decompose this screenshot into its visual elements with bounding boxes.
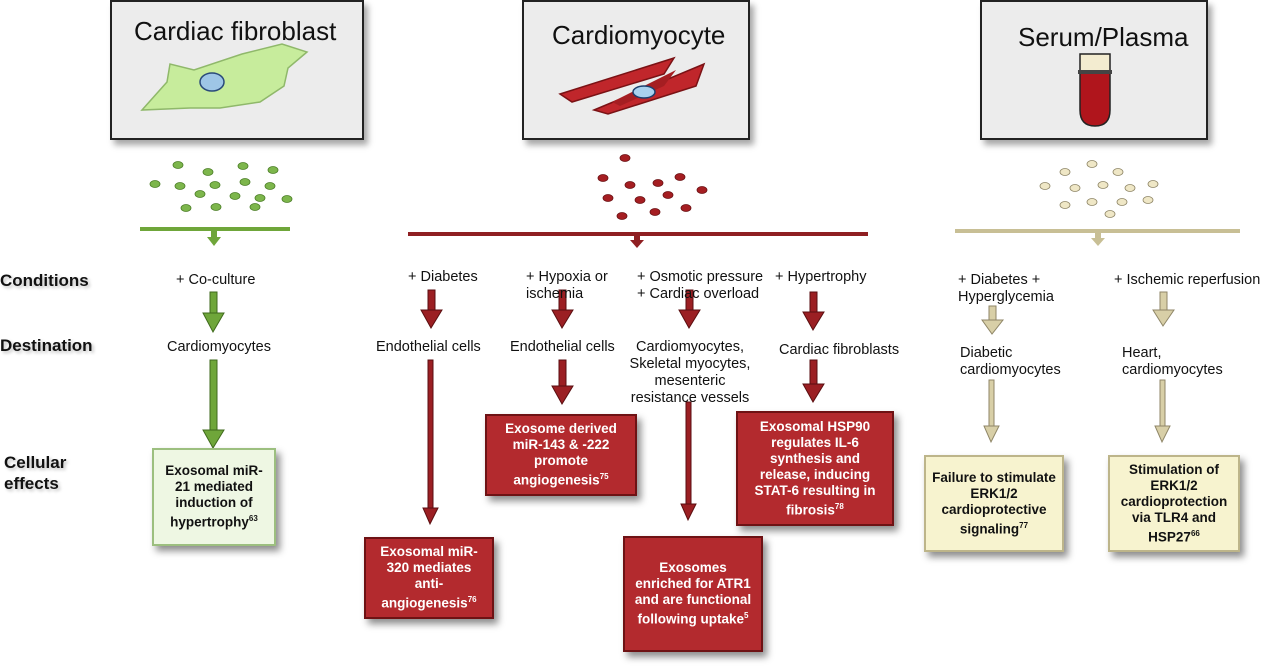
header-cardiomyocyte: Cardiomyocyte xyxy=(522,0,750,140)
condition-co-culture: + Co-culture xyxy=(176,272,256,288)
serum-arrows xyxy=(981,291,1175,444)
row-label-cellular-effects: Cellular effects xyxy=(4,453,67,493)
destination-diabetic-cardiomyocytes: Diabetic cardiomyocytes xyxy=(960,345,1061,378)
destination-endothelial-2: Endothelial cells xyxy=(510,339,615,355)
effect-box-mir320: Exosomal miR-320 mediates anti-angiogene… xyxy=(364,537,494,619)
serum-bar xyxy=(955,229,1240,233)
effect-text: Exosomal miR-21 mediated induction of hy… xyxy=(165,463,263,530)
row-label-destination: Destination xyxy=(0,336,93,355)
header-fibroblast: Cardiac fibroblast xyxy=(110,0,364,140)
destination-cardiac-fibroblasts: Cardiac fibroblasts xyxy=(779,342,900,358)
condition-hypoxia: + Hypoxia or ischemia xyxy=(526,269,608,302)
destination-endothelial-1: Endothelial cells xyxy=(376,339,481,355)
condition-ischemic-reperfusion: + Ischemic reperfusion xyxy=(1114,272,1261,288)
effect-box-hsp90: Exosomal HSP90 regulates IL-6 synthesis … xyxy=(736,411,894,526)
effect-text: Exosomal miR-320 mediates anti-angiogene… xyxy=(380,544,478,611)
header-cardiomyocyte-title: Cardiomyocyte xyxy=(552,20,726,50)
effect-ref: 63 xyxy=(248,514,258,524)
blood-tube-icon xyxy=(1078,53,1112,127)
fibroblast-arrows xyxy=(202,291,225,449)
effect-text: Stimulation of ERK1/2 cardioprotection v… xyxy=(1120,461,1228,545)
effect-ref: 76 xyxy=(467,595,477,605)
effect-box-erk-stimulation: Stimulation of ERK1/2 cardioprotection v… xyxy=(1108,455,1240,552)
condition-diabetes: + Diabetes xyxy=(408,269,478,285)
fibroblast-exosome-dots xyxy=(149,161,293,212)
cardiomyocyte-cell-icon xyxy=(558,56,706,115)
destination-cardiomyocytes-skeletal: Cardiomyocytes, Skeletal myocytes, mesen… xyxy=(629,339,751,406)
effect-text: Exosomal HSP90 regulates IL-6 synthesis … xyxy=(754,418,876,518)
condition-hypertrophy: + Hypertrophy xyxy=(775,269,867,285)
effect-text: Exosome derived miR-143 & -222 promote a… xyxy=(505,421,617,488)
condition-diabetes-hyperglycemia: + Diabetes + Hyperglycemia xyxy=(958,272,1054,305)
effect-ref: 78 xyxy=(834,501,844,511)
cardiomyocyte-bar xyxy=(408,232,868,236)
header-fibroblast-title: Cardiac fibroblast xyxy=(134,16,337,46)
effect-box-mir143: Exosome derived miR-143 & -222 promote a… xyxy=(485,414,637,496)
effect-box-mir21: Exosomal miR-21 mediated induction of hy… xyxy=(152,448,276,546)
fibroblast-cell-icon xyxy=(140,43,309,111)
header-serum-title: Serum/Plasma xyxy=(1018,22,1189,52)
header-serum: Serum/Plasma xyxy=(980,0,1208,140)
bar-stem-arrows xyxy=(207,231,1105,248)
effect-ref: 75 xyxy=(599,472,609,482)
effect-text: Exosomes enriched for ATR1 and are funct… xyxy=(634,560,752,627)
cardiomyocyte-arrows xyxy=(420,289,825,526)
effect-ref: 77 xyxy=(1019,520,1029,530)
row-label-conditions: Conditions xyxy=(0,271,89,290)
effect-ref: 66 xyxy=(1190,528,1200,538)
effect-box-erk-failure: Failure to stimulate ERK1/2 cardioprotec… xyxy=(924,455,1064,552)
serum-exosome-dots xyxy=(1039,160,1159,218)
effect-box-atr1: Exosomes enriched for ATR1 and are funct… xyxy=(623,536,763,652)
effect-ref: 5 xyxy=(744,611,749,621)
condition-osmotic-pressure: + Osmotic pressure + Cardiac overload xyxy=(637,269,764,302)
fibroblast-bar xyxy=(140,227,290,231)
destination-cardiomyocytes: Cardiomyocytes xyxy=(167,339,271,355)
destination-heart: Heart, cardiomyocytes xyxy=(1122,345,1223,378)
effect-text: Failure to stimulate ERK1/2 cardioprotec… xyxy=(932,469,1056,537)
cardiomyocyte-exosome-dots xyxy=(597,154,708,220)
